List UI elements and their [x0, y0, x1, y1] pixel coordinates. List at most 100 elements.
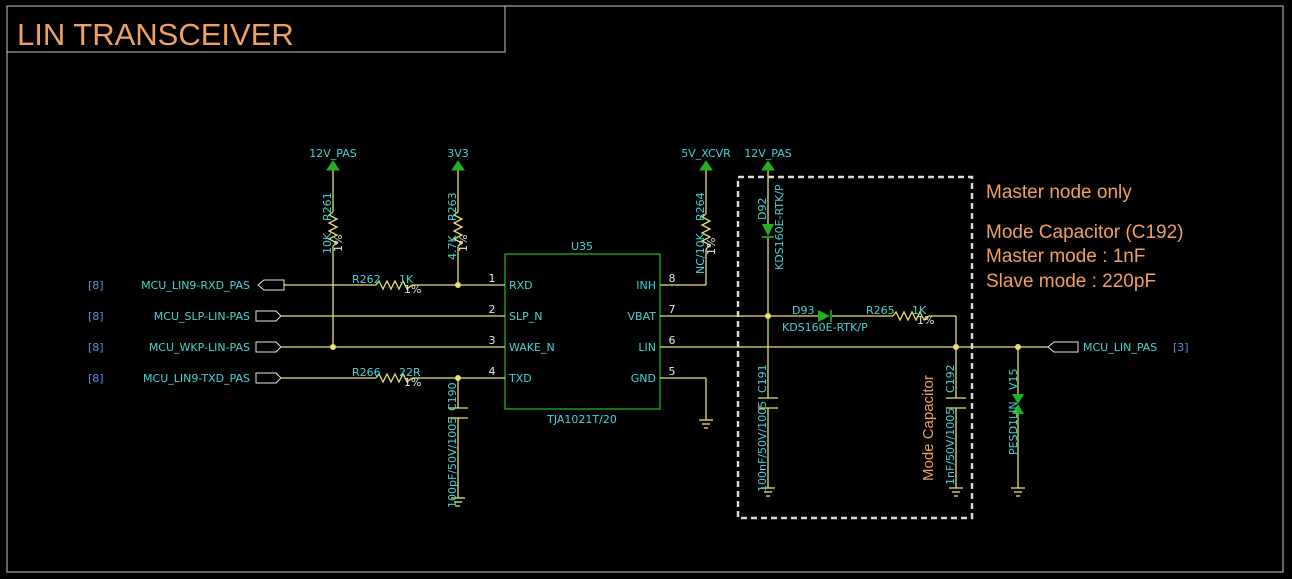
d93-body: [818, 310, 830, 322]
r263-body: [452, 211, 464, 247]
port-rxd-name: MCU_LIN9-RXD_PAS: [141, 279, 250, 292]
c190-value: 100pF/50V/1005: [446, 417, 459, 508]
pin-name-txd: TXD: [508, 372, 532, 385]
c191-value: 100nF/50V/1005: [756, 401, 769, 492]
r265-tol: 1%: [917, 314, 934, 327]
c190-ref: C190: [446, 382, 459, 411]
note-master-only: Master node only: [986, 182, 1132, 203]
capacitors: [448, 397, 966, 419]
notes: Master node only Mode Capacitor (C192) M…: [986, 182, 1183, 292]
r261-tol: 1%: [332, 235, 345, 252]
pin-name-vbat: VBAT: [628, 310, 657, 323]
title-box: [7, 6, 506, 53]
port-wkp-flag: [255, 341, 282, 353]
c191-ref: C191: [756, 364, 769, 393]
port-txd-flag: [255, 372, 282, 384]
gnd-c192: [949, 487, 963, 497]
port-slp-name: MCU_SLP-LIN-PAS: [154, 310, 250, 323]
c192-ref: C192: [944, 364, 957, 393]
port-lin-name: MCU_LIN_PAS: [1083, 341, 1157, 354]
d92-body: [762, 224, 774, 236]
power-arrow-4: [761, 160, 775, 171]
power-label-2: 3V3: [447, 147, 469, 160]
pin-num-7: 7: [669, 303, 676, 316]
pin-num-6: 6: [669, 334, 676, 347]
vertical-labels: R261 10K 1% R263 4.7K 1% R264 NC/10K 1% …: [321, 184, 1020, 508]
junctions: [330, 282, 1021, 381]
r261-body: [327, 211, 339, 247]
r262-ref: R262: [352, 273, 381, 286]
note-master-mode: Master mode : 1nF: [986, 246, 1145, 267]
diodes: [762, 224, 1024, 414]
r262-body: [375, 279, 413, 291]
r263-value: 4.7K: [446, 235, 459, 260]
pin-name-lin: LIN: [638, 341, 656, 354]
ic-body: [504, 253, 661, 410]
ic-part: TJA1021T/20: [546, 413, 617, 426]
sheet-title: LIN TRANSCEIVER: [17, 17, 294, 52]
d93-value: KDS160E-RTK/P: [782, 321, 868, 334]
note-slave-mode: Slave mode : 220pF: [986, 271, 1156, 292]
r261-value: 10K: [321, 232, 334, 254]
v15-body-top: [1012, 394, 1024, 404]
note-mode-cap: Mode Capacitor (C192): [986, 222, 1183, 243]
port-lin-ref: [3]: [1173, 341, 1189, 354]
pin-name-rxd: RXD: [509, 279, 533, 292]
pin-num-2: 2: [489, 303, 496, 316]
pin-name-wake: WAKE_N: [509, 341, 555, 354]
r265-ref: R265: [866, 304, 895, 317]
r261-ref: R261: [321, 192, 334, 221]
power-arrow-1: [326, 160, 340, 171]
r266-ref: R266: [352, 366, 381, 379]
pin-num-4: 4: [489, 365, 496, 378]
power-arrow-2: [451, 160, 465, 171]
gnd-c191: [761, 487, 775, 497]
gnd-c190: [451, 497, 465, 507]
r264-ref: R264: [694, 192, 707, 221]
r265-value: 1K: [912, 304, 927, 317]
mode-capacitor-label: Mode Capacitor: [920, 375, 937, 481]
port-rxd-ref: [8]: [88, 279, 104, 292]
pin-name-slp: SLP_N: [509, 310, 542, 323]
r263-ref: R263: [446, 192, 459, 221]
grounds: [451, 419, 1025, 507]
sheet-border: [6, 5, 1284, 573]
v15-ref: V15: [1007, 368, 1020, 390]
r264-body: [700, 213, 712, 250]
r262-value: 1K: [399, 273, 414, 286]
r266-body: [375, 372, 413, 384]
resistors: [327, 211, 930, 384]
port-rxd-flag: [257, 279, 285, 291]
ic-ref: U35: [571, 240, 593, 253]
pin-num-8: 8: [669, 272, 676, 285]
pin-name-inh: INH: [636, 279, 656, 292]
port-slp-ref: [8]: [88, 310, 104, 323]
r262-tol: 1%: [404, 283, 421, 296]
port-lin-flag: [1047, 341, 1079, 353]
port-slp-flag: [255, 310, 282, 322]
component-labels: R262 1K 1% R266 22R 1% R265 1K 1% D93 KD…: [352, 273, 934, 389]
power-label-1: 12V_PAS: [309, 147, 356, 160]
gnd-v15: [1011, 487, 1025, 497]
pin-name-gnd: GND: [631, 372, 656, 385]
ports: [8] MCU_LIN9-RXD_PAS [8] MCU_SLP-LIN-PAS…: [88, 279, 1189, 385]
port-txd-name: MCU_LIN9-TXD_PAS: [143, 372, 250, 385]
r264-value: NC/10K: [694, 232, 707, 274]
r264-tol: 1%: [705, 238, 718, 255]
ic-u35: U35 TJA1021T/20 RXD SLP_N WAKE_N TXD INH…: [489, 240, 676, 426]
r266-value: 22R: [399, 366, 421, 379]
r266-tol: 1%: [404, 376, 421, 389]
r265-body: [892, 310, 930, 322]
power-label-3: 5V_XCVR: [681, 147, 731, 160]
pin-num-1: 1: [489, 272, 496, 285]
power-symbols: 12V_PAS 3V3 5V_XCVR 12V_PAS: [309, 147, 792, 171]
gnd-ic: [699, 419, 713, 429]
pin-num-3: 3: [489, 334, 496, 347]
r263-tol: 1%: [457, 235, 470, 252]
port-wkp-name: MCU_WKP-LIN-PAS: [149, 341, 250, 354]
pin-num-5: 5: [669, 365, 676, 378]
v15-body-bottom: [1012, 404, 1024, 414]
port-txd-ref: [8]: [88, 372, 104, 385]
port-wkp-ref: [8]: [88, 341, 104, 354]
